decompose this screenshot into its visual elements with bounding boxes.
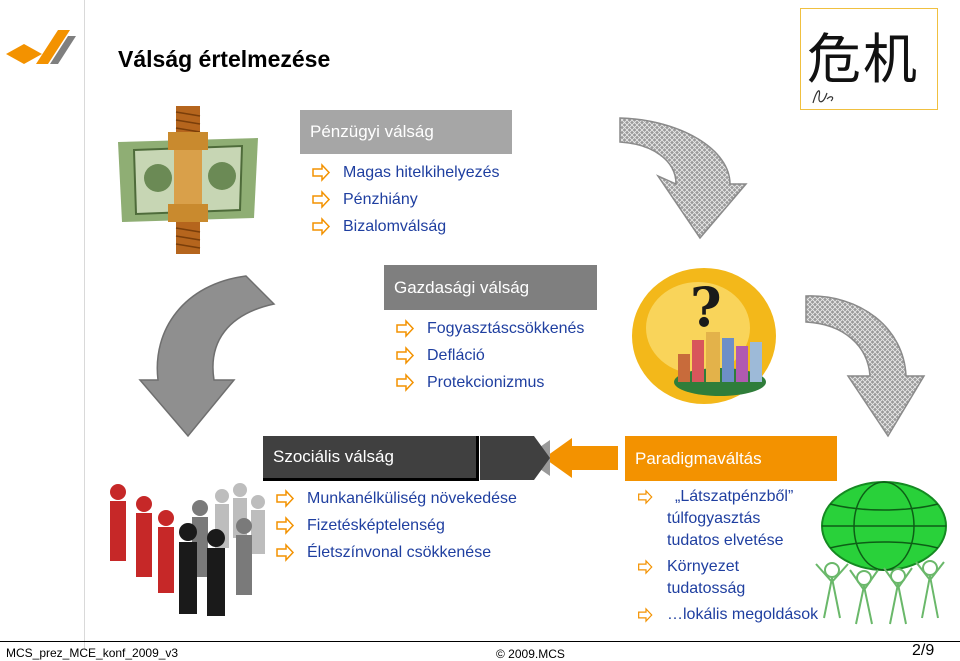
- page-title: Válság értelmezése: [118, 46, 330, 73]
- list-item: Fizetésképtelenség: [275, 512, 517, 539]
- economic-list: Fogyasztáscsökkenés Defláció Protekcioni…: [395, 315, 584, 396]
- list-item: Életszínvonal csökkenése: [275, 539, 517, 566]
- bullet-arrow-icon: [275, 539, 297, 566]
- financial-list: Magas hitelkihelyezés Pénzhiány Bizalomv…: [311, 159, 500, 240]
- footer-divider: [0, 641, 960, 642]
- paradigm-list: „Látszatpénzből” túlfogyasztás tudatos e…: [635, 486, 818, 626]
- curved-arrow-icon: [612, 110, 750, 250]
- list-item: Defláció: [395, 342, 584, 369]
- people-crowd-icon: [104, 478, 276, 618]
- economic-heading: Gazdasági válság: [384, 265, 597, 310]
- list-item: „Látszatpénzből” túlfogyasztás tudatos e…: [635, 486, 818, 552]
- financial-heading: Pénzügyi válság: [300, 110, 512, 154]
- logo-mark-icon: [6, 26, 76, 66]
- bullet-arrow-icon: [275, 485, 297, 512]
- left-arrow-icon: [480, 436, 620, 480]
- bullet-arrow-icon: [311, 186, 333, 213]
- bullet-arrow-icon: [635, 486, 657, 508]
- question-city-icon: ?: [628, 262, 780, 412]
- paradigm-heading: Paradigmaváltás: [625, 436, 837, 481]
- list-item: Magas hitelkihelyezés: [311, 159, 500, 186]
- social-heading: Szociális válság: [263, 436, 479, 481]
- social-list: Munkanélküliség növekedése Fizetésképtel…: [275, 485, 517, 566]
- list-item: Környezet tudatosság: [635, 556, 818, 600]
- list-item: Protekcionizmus: [395, 369, 584, 396]
- bullet-arrow-icon: [311, 159, 333, 186]
- bullet-arrow-icon: [635, 604, 657, 626]
- list-item: Fogyasztáscsökkenés: [395, 315, 584, 342]
- list-item: Munkanélküliség növekedése: [275, 485, 517, 512]
- bullet-arrow-icon: [395, 315, 417, 342]
- bullet-arrow-icon: [311, 213, 333, 240]
- crisis-logo: 危机: [800, 8, 938, 110]
- crisis-chars: 危机: [807, 15, 919, 94]
- bullet-arrow-icon: [275, 512, 297, 539]
- bullet-arrow-icon: [395, 342, 417, 369]
- bullet-arrow-icon: [395, 369, 417, 396]
- list-item: …lokális megoldások: [635, 604, 818, 626]
- curved-arrow-icon: [800, 292, 932, 442]
- svg-text:?: ?: [690, 275, 722, 339]
- footer-left: MCS_prez_MCE_konf_2009_v3: [6, 646, 178, 660]
- vertical-divider: [84, 0, 85, 650]
- curved-arrow-icon: [134, 270, 284, 442]
- money-clamp-icon: [114, 106, 262, 254]
- page-number: 2/9: [912, 642, 934, 660]
- list-item: Pénzhiány: [311, 186, 500, 213]
- signature-icon: [809, 85, 839, 107]
- bullet-arrow-icon: [635, 556, 657, 578]
- list-item: Bizalomválság: [311, 213, 500, 240]
- globe-people-icon: [802, 478, 952, 628]
